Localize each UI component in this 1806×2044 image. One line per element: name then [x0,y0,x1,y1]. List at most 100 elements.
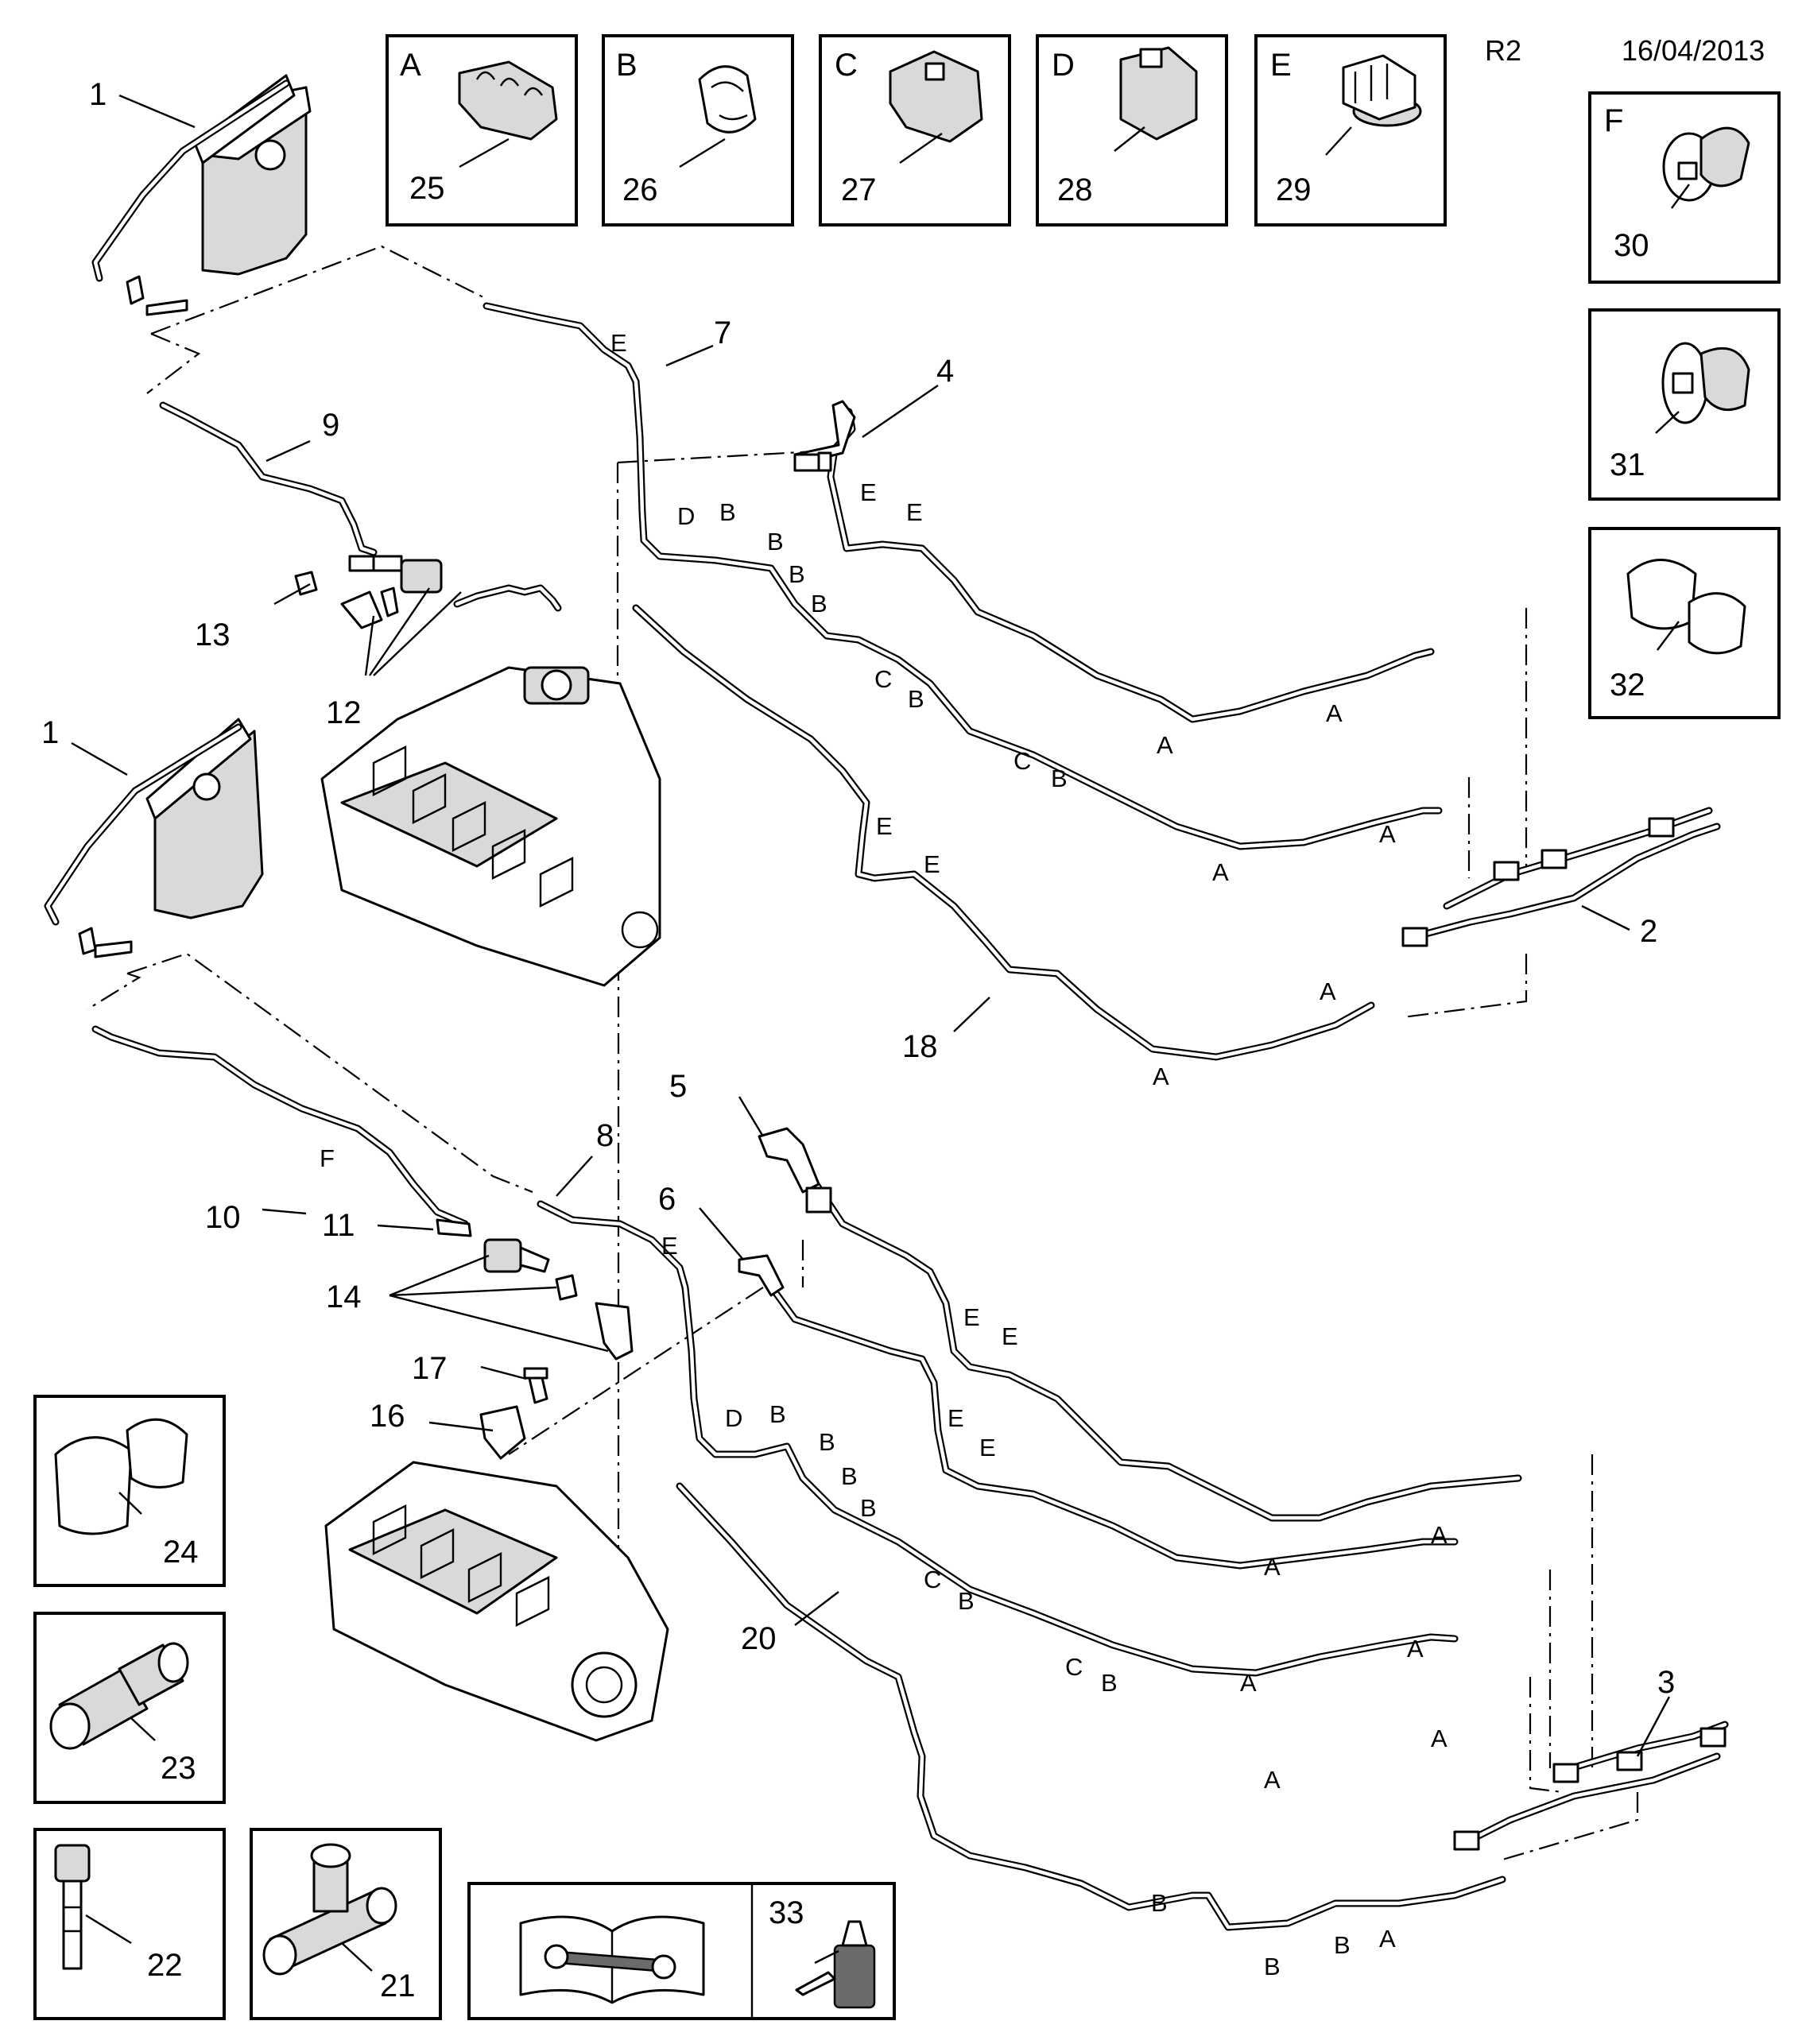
callout-7: 7 [714,316,731,350]
bolt-17 [523,1367,548,1404]
clip-box-a: A 25 [386,34,578,226]
clip-mark: B [719,498,736,526]
pin-fitting-icon [54,1844,91,1970]
clip-mark: A [1212,858,1229,886]
clip-box-number: 28 [1057,172,1093,207]
callout-13: 13 [195,617,231,652]
tube-6 [739,1260,1459,1570]
clip-mark: C [924,1566,941,1593]
sealant-bottle-icon [795,1920,876,2009]
clip-mark: D [725,1404,742,1432]
clip-box-letter: A [400,48,421,83]
clip-mark: E [610,329,627,357]
clip-mark: A [1264,1553,1281,1581]
service-box: 33 [467,1882,896,2020]
clip-mark: E [963,1303,980,1331]
clip-mark: B [860,1494,877,1522]
clip-box-32: 32 [1588,527,1781,719]
fitting-box-23: 23 [33,1612,226,1804]
clip-mark: C [1065,1653,1083,1681]
fitting-box-number: 21 [380,1969,416,2003]
clip-d-icon [1119,46,1198,141]
clip-mark: B [1101,1669,1118,1697]
tee-connector-icon [262,1843,397,1976]
bracket-13 [294,571,399,629]
tube-18 [632,604,1375,1061]
callout-20: 20 [741,1621,777,1656]
tube-10 [91,1025,469,1228]
clip-position-marks: E E E A A D B B B B C B C B A A E E A A … [320,329,1448,1980]
clip-e-icon [1342,54,1422,127]
callout-numbers: 1 1 2 3 4 5 6 7 8 9 10 11 12 13 14 16 17… [41,77,1675,1700]
clip-mark: A [1153,1063,1169,1090]
clip-mark: A [1407,1635,1424,1663]
callout-12: 12 [326,695,362,730]
fitting-box-number: 23 [161,1751,196,1786]
clip-mark: E [860,478,877,506]
fitting-box-21: 21 [250,1828,442,2020]
repair-manual-icon [519,1915,705,2004]
tube-9 [159,401,378,556]
clip-mark: A [1379,820,1396,848]
clip-box-letter: B [616,48,638,83]
callout-6: 6 [658,1182,676,1217]
engine-lower [324,1461,669,1742]
fitting-box-22: 22 [33,1828,226,2020]
clip-31-icon [1661,342,1750,424]
clip-mark: F [320,1144,335,1172]
clip-mark: A [1264,1766,1281,1794]
clip-mark: E [1002,1322,1018,1350]
clip-mark: B [908,685,924,713]
fuel-canister-upper [91,74,312,316]
hose-5 [758,1127,832,1214]
clip-a-icon [458,60,558,141]
clip-mark: B [769,1400,786,1428]
callout-18: 18 [902,1029,938,1064]
tube-5 [807,1172,1522,1522]
clip-mark: B [1264,1953,1281,1980]
date-label: 16/04/2013 [1622,34,1765,67]
clip-mark: E [948,1404,964,1432]
callout-10: 10 [205,1200,241,1235]
clip-mark: E [979,1434,996,1461]
bracket-16 [479,1405,526,1460]
clip-mark: C [874,665,892,693]
clip-mark: A [1431,1725,1448,1752]
clip-box-number: 29 [1276,172,1312,207]
callout-11: 11 [322,1208,355,1243]
clip-mark: C [1013,747,1031,775]
clip-c-icon [889,50,983,143]
clip-box-e: E 29 [1254,34,1447,226]
clip-box-number: 25 [409,171,445,206]
connectors [294,400,1729,1851]
callout-9: 9 [322,408,339,443]
clip-mark: B [1151,1889,1168,1917]
clip-box-31: 31 [1588,308,1781,501]
clip-mark: B [789,560,805,588]
clip-mark: D [677,502,695,530]
purge-valve-14 [483,1238,634,1361]
callout-leaders [71,94,1671,1757]
clip-mark: B [811,590,827,617]
clip-mark: B [958,1587,975,1615]
fitting-box-number: 24 [163,1535,199,1570]
clip-mark: A [1326,699,1343,727]
clip-mark: B [767,528,784,556]
clip-box-d: D 28 [1036,34,1228,226]
clip-mark: E [876,812,893,840]
clip-box-number: 32 [1610,668,1645,703]
clip-box-number: 26 [622,172,658,207]
clip-b-icon [698,65,757,134]
tube-12 [453,584,562,612]
tube-20 [676,1482,1506,1931]
service-box-number: 33 [769,1895,804,1930]
clip-mark: A [1379,1925,1396,1953]
callout-16: 16 [370,1399,405,1434]
hose-6 [738,1254,785,1297]
clip-mark: B [1334,1931,1351,1959]
tube-4 [827,408,1435,723]
clip-mark: A [1431,1521,1448,1549]
callout-4: 4 [936,354,954,389]
clip-box-letter: F [1604,103,1623,138]
